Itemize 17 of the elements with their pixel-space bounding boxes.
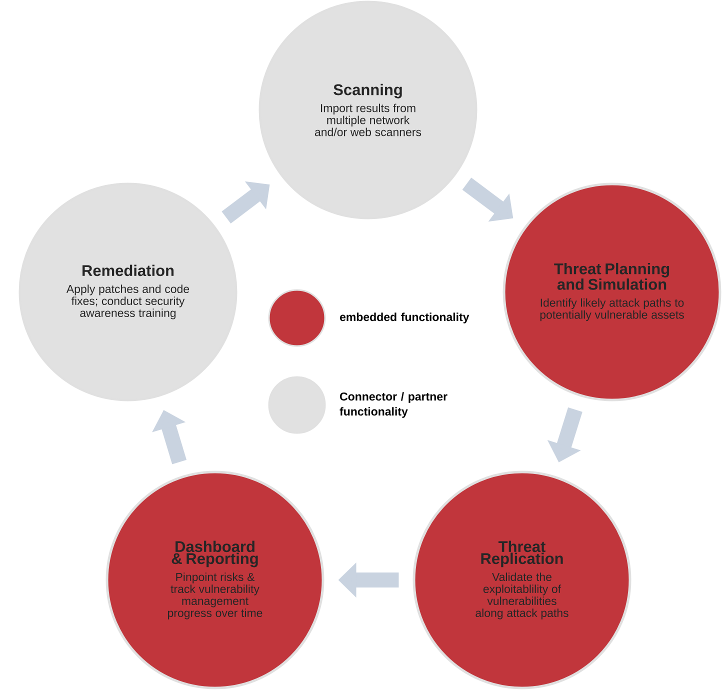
legend-text: embedded functionality — [340, 312, 470, 324]
legend-text: Connector / partner functionality — [340, 392, 448, 418]
process-circle — [502, 182, 722, 402]
process-circle — [258, 0, 478, 220]
circle-description: Import results from multiple network and/or web scanners — [314, 104, 422, 136]
circle-description: Pinpoint risks & track vulnerability management progress over time — [168, 572, 262, 620]
circle-heading: Dashboard & Reporting — [172, 540, 258, 568]
circle-heading: Scanning — [334, 84, 402, 98]
circle-description: Apply patches and code fixes; conduct security awareness training — [66, 284, 190, 320]
circle-heading: Remediation — [82, 264, 174, 276]
circle-description: Validate the exploitablility of vulnerabilities along attack paths — [476, 572, 568, 620]
process-circle — [106, 470, 324, 690]
process-circle — [412, 470, 632, 690]
circle-heading: Threat Planning and Simulation — [554, 262, 670, 290]
circle-description: Identify likely attack paths to potentially vulnerable assets — [540, 298, 684, 322]
circle-heading: Threat Replication — [481, 540, 563, 568]
process-circle — [18, 182, 238, 402]
